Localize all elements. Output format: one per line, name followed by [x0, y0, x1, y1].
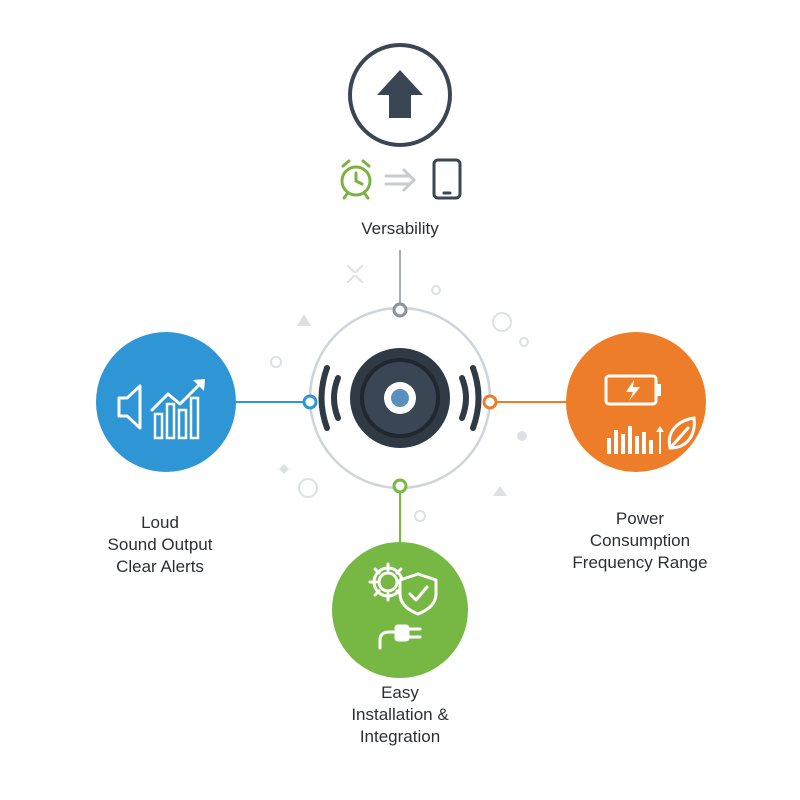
shield-check-icon [398, 572, 438, 616]
hub-dot-left [302, 394, 318, 410]
node-top [340, 43, 462, 200]
label-line: Power [615, 509, 665, 528]
node-label-loud-sound: Loud Sound Output Clear Alerts [60, 512, 260, 578]
node-label-versability: Versability [300, 218, 500, 240]
hub-dot-top [392, 302, 408, 318]
label-line: Frequency Range [572, 553, 708, 572]
alarm-clock-icon [340, 159, 372, 200]
battery-charging-icon [604, 374, 661, 406]
central-hub [308, 306, 492, 490]
leaf-icon [667, 416, 696, 450]
label-line: Integration [359, 727, 441, 746]
upload-arrow-icon [377, 70, 423, 118]
node-bottom [332, 542, 468, 678]
label-line: Consumption [589, 531, 691, 550]
label-line: Versability [361, 219, 439, 238]
smartphone-icon [432, 158, 462, 200]
decorations-solid [279, 314, 527, 496]
node-left [96, 332, 236, 472]
label-line: Sound Output [107, 535, 213, 554]
hub-dot-right [482, 394, 498, 410]
bar-chart-trend-icon [150, 379, 205, 440]
label-line: Installation & [351, 705, 449, 724]
speaker-icon [117, 384, 142, 430]
decorations [270, 265, 529, 522]
double-arrow-icon [384, 168, 417, 192]
label-line: Loud [141, 513, 179, 532]
equalizer-icon [607, 426, 664, 454]
label-line: Clear Alerts [116, 557, 204, 576]
node-label-installation: Easy Installation & Integration [300, 682, 500, 748]
node-label-power: Power Consumption Frequency Range [540, 508, 740, 574]
plug-icon [378, 624, 422, 650]
sound-waves-icon [318, 365, 482, 431]
label-line: Easy [381, 683, 419, 702]
hub-dot-bottom [392, 478, 408, 494]
node-right [566, 332, 706, 472]
